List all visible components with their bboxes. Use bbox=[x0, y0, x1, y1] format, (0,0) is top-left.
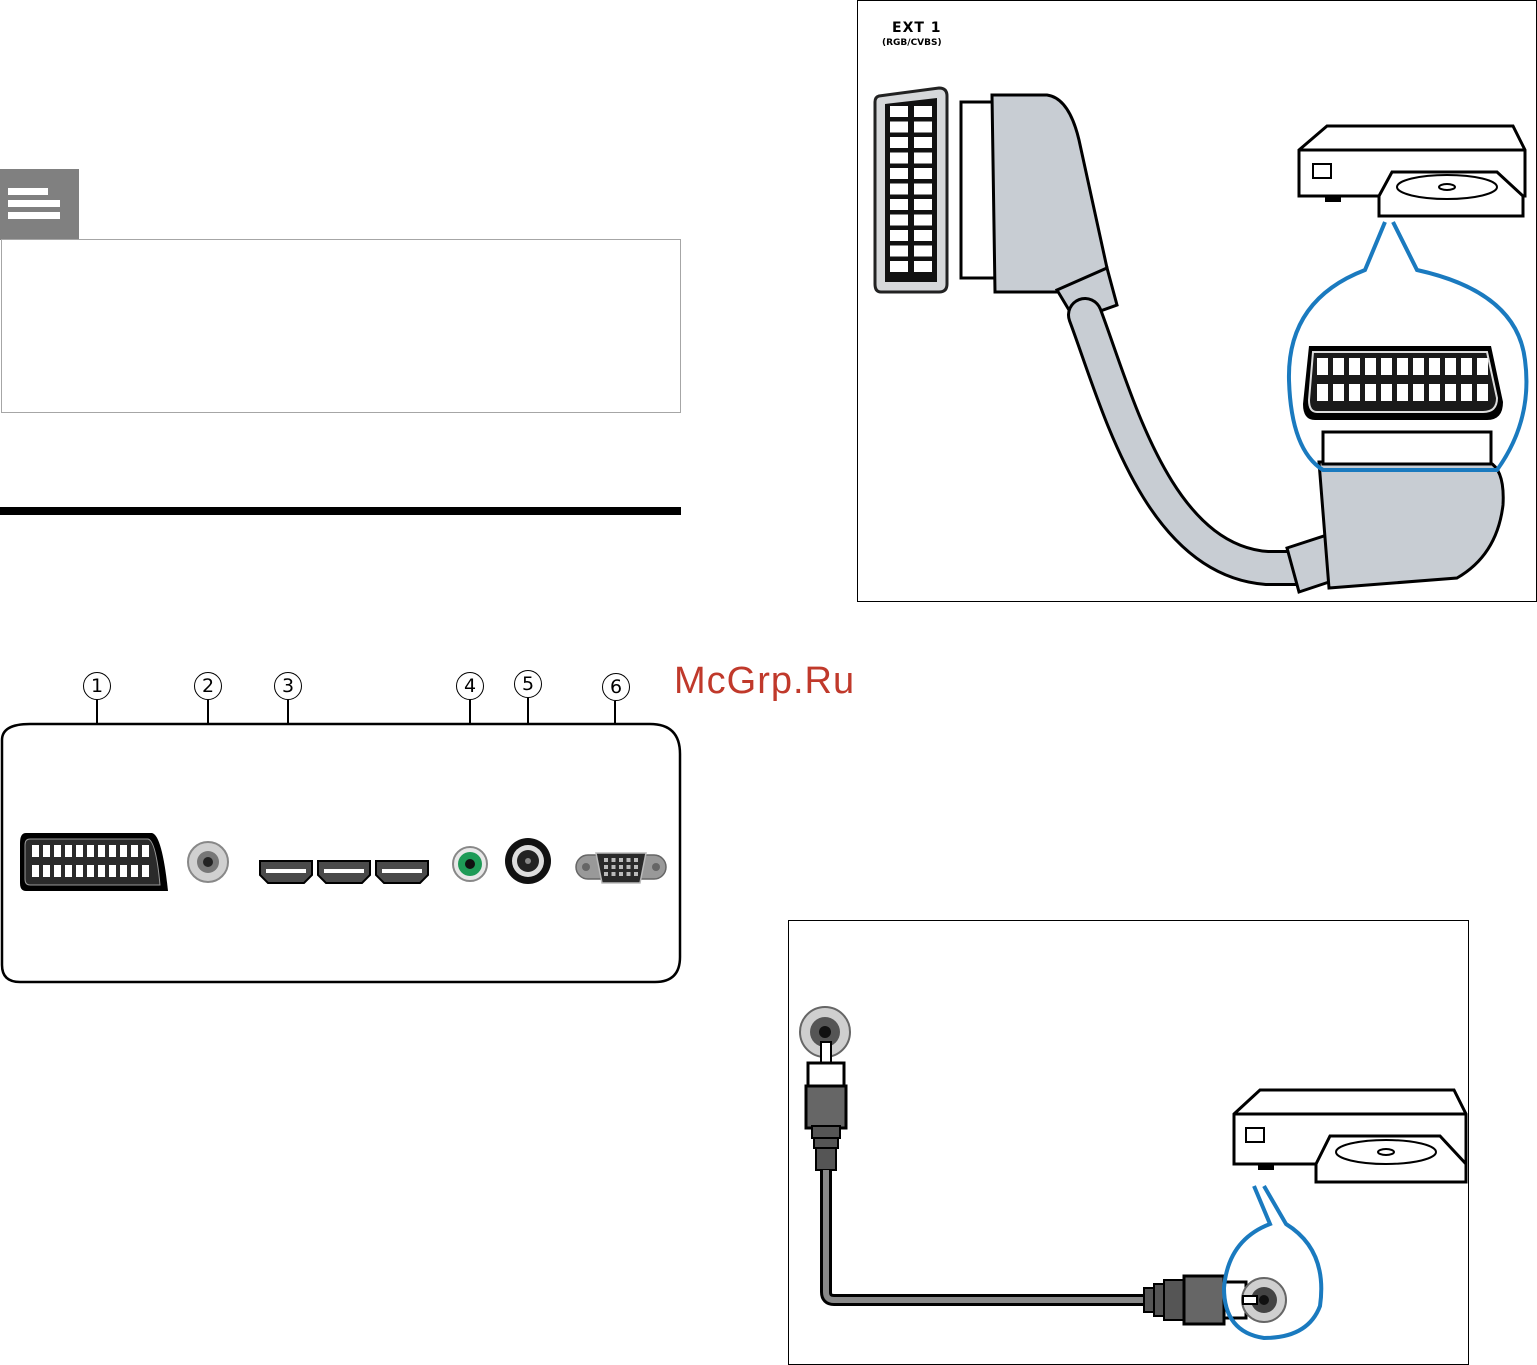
tv-scart-socket-icon bbox=[873, 86, 949, 294]
scart-port-icon bbox=[20, 833, 168, 891]
watermark: McGrp.Ru bbox=[674, 660, 856, 702]
callout-5: 5 bbox=[514, 670, 542, 698]
callout-1: 1 bbox=[83, 672, 111, 700]
coax-port-icon bbox=[187, 841, 229, 883]
section-divider bbox=[0, 507, 681, 515]
tv-connector-panel bbox=[0, 698, 682, 984]
device-scart-socket-icon bbox=[1303, 346, 1503, 420]
coax-illustration bbox=[799, 1006, 1468, 1341]
dvd-player-icon bbox=[1232, 1088, 1468, 1184]
scart-illustration bbox=[873, 86, 1529, 594]
tv-coax-jack-icon bbox=[799, 1006, 851, 1058]
note-icon bbox=[0, 169, 79, 240]
callout-3: 3 bbox=[274, 672, 302, 700]
ext-port-label: EXT 1 bbox=[892, 20, 942, 36]
ext-port-sublabel: (RGB/CVBS) bbox=[882, 38, 942, 48]
callout-2: 2 bbox=[194, 672, 222, 700]
dvd-player-icon bbox=[1297, 124, 1527, 218]
device-coax-jack-icon bbox=[1241, 1277, 1287, 1323]
audio-jack-icon bbox=[452, 846, 488, 882]
callout-4: 4 bbox=[456, 672, 484, 700]
note-box bbox=[1, 239, 681, 413]
antenna-jack-icon bbox=[505, 838, 551, 884]
callout-6: 6 bbox=[602, 673, 630, 701]
